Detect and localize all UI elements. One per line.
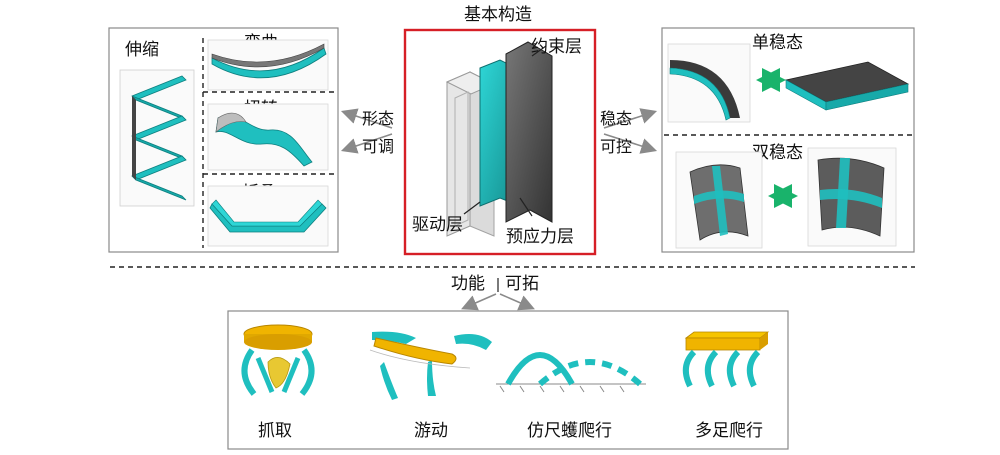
bistable-state-a	[675, 151, 763, 249]
shape-label-line2: 可调	[362, 137, 394, 156]
left-arrows: 形态 可调	[340, 108, 394, 156]
monostable-label: 单稳态	[752, 33, 803, 53]
center-title: 基本构造	[464, 5, 532, 25]
bottom-panel: 抓取 游动 仿尺蠖爬行 多足爬行	[227, 310, 789, 450]
drive-layer-label: 驱动层	[412, 215, 463, 235]
shape-label-line1: 形态	[362, 109, 394, 128]
grasp-illustration	[241, 324, 315, 396]
swim-illustration	[369, 331, 492, 400]
function-label-swim: 游动	[414, 421, 448, 441]
center-panel: 基本构造 约束层 驱动层 预应力层	[403, 5, 597, 256]
function-label-inchworm: 仿尺蠖爬行	[527, 421, 612, 441]
function-label-grasp: 抓取	[258, 421, 292, 441]
twist-illustration	[207, 103, 329, 171]
red-frame	[403, 28, 597, 256]
bistable-state-b	[807, 147, 897, 247]
stability-label-line2: 可控	[600, 137, 632, 156]
function-label-multileg: 多足爬行	[695, 421, 763, 441]
constraint-layer-label: 约束层	[531, 37, 582, 57]
bistable-label: 双稳态	[752, 143, 803, 163]
left-panel: 伸缩 弯曲 扭转 折叠	[108, 27, 339, 253]
stretch-label: 伸缩	[125, 40, 159, 60]
fold-illustration	[207, 185, 329, 247]
stability-label-line1: 稳态	[600, 109, 632, 128]
constraint-layer-shape	[505, 41, 553, 223]
bend-illustration	[207, 39, 329, 91]
monostable-curved-sheet	[667, 43, 751, 123]
prestress-layer-label: 预应力层	[506, 227, 574, 247]
function-heading-a: 功能	[451, 274, 485, 294]
right-panel: 单稳态 双稳态	[661, 27, 915, 253]
stretch-illustration	[119, 69, 195, 207]
monostable-flat-plate	[784, 61, 910, 111]
inchworm-illustration	[496, 352, 646, 393]
right-arrows: 稳态 可控	[600, 108, 658, 156]
multileg-illustration	[682, 331, 770, 388]
function-heading-b: 可拓	[505, 274, 539, 294]
